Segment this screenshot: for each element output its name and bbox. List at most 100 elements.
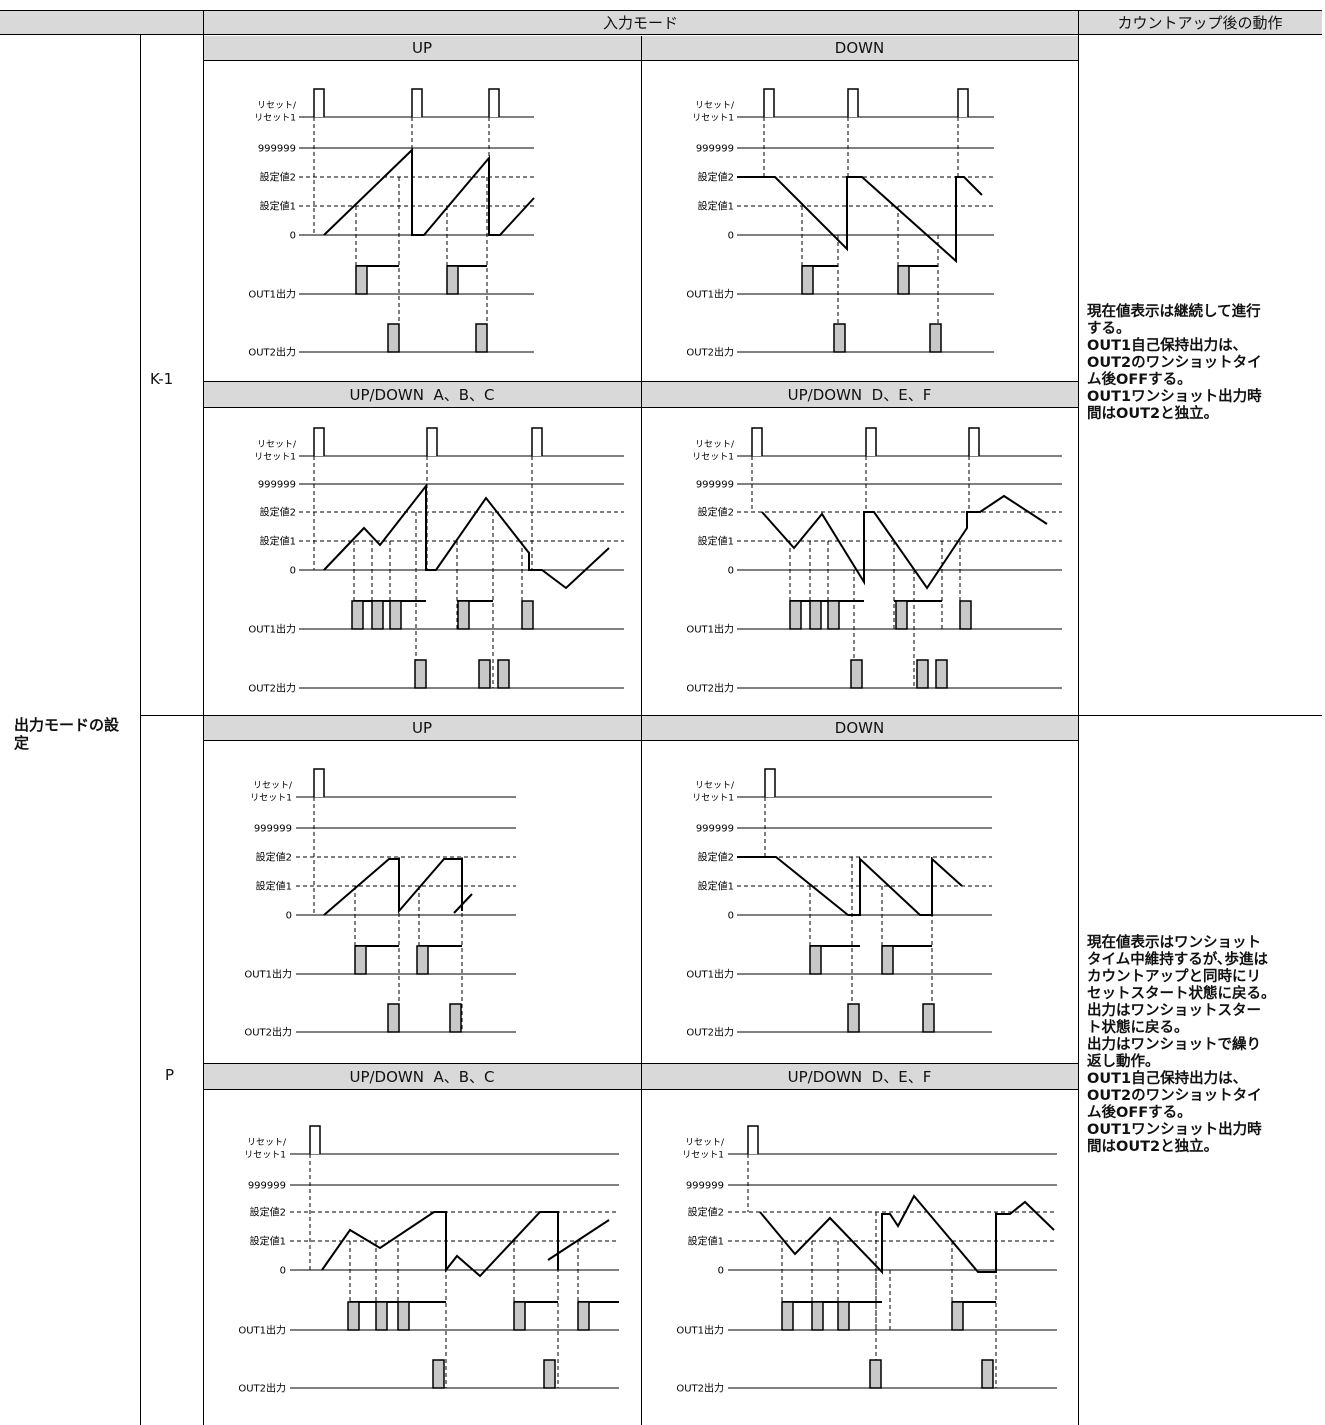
panel-title: DOWN — [834, 39, 885, 57]
out2-pulse — [833, 323, 846, 353]
signal-label: 設定値1 — [250, 1235, 286, 1248]
rule — [203, 381, 1078, 382]
rule — [1078, 10, 1079, 1425]
out2-pulse — [432, 1359, 445, 1389]
signal-label: 設定値1 — [260, 535, 296, 548]
reset-pulse — [488, 88, 500, 117]
rule — [203, 1089, 1078, 1090]
signal-label: 設定値2 — [250, 1206, 286, 1219]
signal-label: 設定値2 — [698, 171, 734, 184]
count-waveform — [737, 176, 983, 264]
out1-pulse — [347, 1301, 360, 1331]
count-waveform — [323, 858, 463, 916]
count-waveform — [737, 856, 963, 916]
signal-label: OUT2出力 — [686, 1026, 734, 1039]
note-line: タイム中維持するが､歩進は — [1087, 952, 1268, 968]
signal-label: 設定値2 — [698, 851, 734, 864]
output-mode-setting-label: 出力モードの設定 — [14, 716, 120, 752]
signal-label: 999999 — [258, 480, 296, 491]
signal-label: OUT1出力 — [676, 1324, 724, 1337]
signal-label: 設定値2 — [256, 851, 292, 864]
signal-label: 0 — [280, 1266, 286, 1277]
signal-label: リセット1 — [692, 113, 734, 124]
reset-pulse — [747, 1125, 759, 1154]
rule — [140, 34, 141, 1425]
out2-pulse — [869, 1359, 882, 1389]
signal-label: リセット1 — [244, 1150, 286, 1161]
rule — [203, 740, 1078, 741]
signal-label: 設定値2 — [688, 1206, 724, 1219]
reset-pulse — [751, 427, 763, 456]
k1-up-title-bg — [203, 36, 1078, 60]
reset-pulse — [313, 768, 325, 797]
reset-pulse — [764, 768, 776, 797]
signal-label: リセット1 — [250, 793, 292, 804]
signal-label: リセット/ — [257, 439, 297, 450]
out2-pulse — [850, 659, 863, 689]
signal-label: OUT1出力 — [238, 1324, 286, 1337]
count-waveform — [323, 483, 610, 590]
out1-pulse — [881, 945, 894, 975]
out2-pulse — [929, 323, 942, 353]
signal-label: OUT1出力 — [248, 623, 296, 636]
out1-pulse — [355, 265, 368, 295]
signal-label: 設定値2 — [698, 506, 734, 519]
out1-pulse — [827, 600, 840, 630]
reset-pulse — [763, 88, 775, 117]
signal-label: 0 — [728, 231, 734, 242]
p-updown-title-bg — [203, 1064, 1078, 1089]
note-line: 現在値表示はワンショット — [1087, 935, 1261, 951]
signal-label: リセット1 — [692, 793, 734, 804]
note-line: 出力はワンショットで繰り — [1087, 1037, 1261, 1053]
out1-pulse — [375, 1301, 388, 1331]
signal-label: 0 — [286, 911, 292, 922]
signal-label: リセット1 — [682, 1150, 724, 1161]
panel-title: UP/DOWN D、E、F — [787, 1068, 932, 1086]
note-line: OUT2のワンショットタイ — [1087, 355, 1262, 371]
signal-label: 999999 — [254, 824, 292, 835]
out2-pulse — [935, 659, 948, 689]
signal-label: OUT1出力 — [686, 623, 734, 636]
panel-title: DOWN — [834, 719, 885, 737]
out2-pulse — [449, 1003, 462, 1033]
rule — [641, 36, 642, 1425]
note-line: 現在値表示は継続して進行 — [1087, 304, 1261, 320]
out1-pulse — [521, 600, 534, 630]
out1-pulse — [389, 600, 402, 630]
signal-label: 設定値2 — [260, 171, 296, 184]
out2-pulse — [497, 659, 510, 689]
signal-label: 設定値1 — [698, 200, 734, 213]
out1-pulse — [457, 600, 470, 630]
signal-label: リセット/ — [253, 780, 293, 791]
rule — [0, 34, 1322, 35]
k1-updown-title-bg — [203, 382, 1078, 407]
note-line: 返し動作。 — [1087, 1054, 1160, 1070]
out2-pulse — [916, 659, 929, 689]
rule — [203, 60, 1078, 61]
signal-label: OUT1出力 — [248, 288, 296, 301]
note-line: セットスタート状態に戻る。 — [1087, 986, 1276, 1002]
out1-pulse — [959, 600, 972, 630]
reset-pulse — [411, 88, 423, 117]
input-mode-header: 入力モード — [602, 13, 678, 32]
out1-pulse — [416, 945, 429, 975]
out1-pulse — [446, 265, 459, 295]
signal-label: 0 — [290, 566, 296, 577]
signal-label: 999999 — [696, 144, 734, 155]
note-line: カウントアップと同時にリ — [1087, 969, 1261, 985]
signal-label: リセット1 — [254, 113, 296, 124]
reset-pulse — [531, 427, 543, 456]
k1-row-label: K-1 — [150, 370, 174, 388]
count-waveform — [323, 147, 535, 236]
reset-pulse — [313, 427, 325, 456]
signal-label: OUT2出力 — [248, 346, 296, 359]
signal-label: 設定値1 — [688, 1235, 724, 1248]
signal-label: リセット1 — [692, 452, 734, 463]
header-row-bg — [0, 10, 1322, 34]
reset-pulse — [957, 88, 969, 117]
signal-label: リセット/ — [695, 100, 735, 111]
